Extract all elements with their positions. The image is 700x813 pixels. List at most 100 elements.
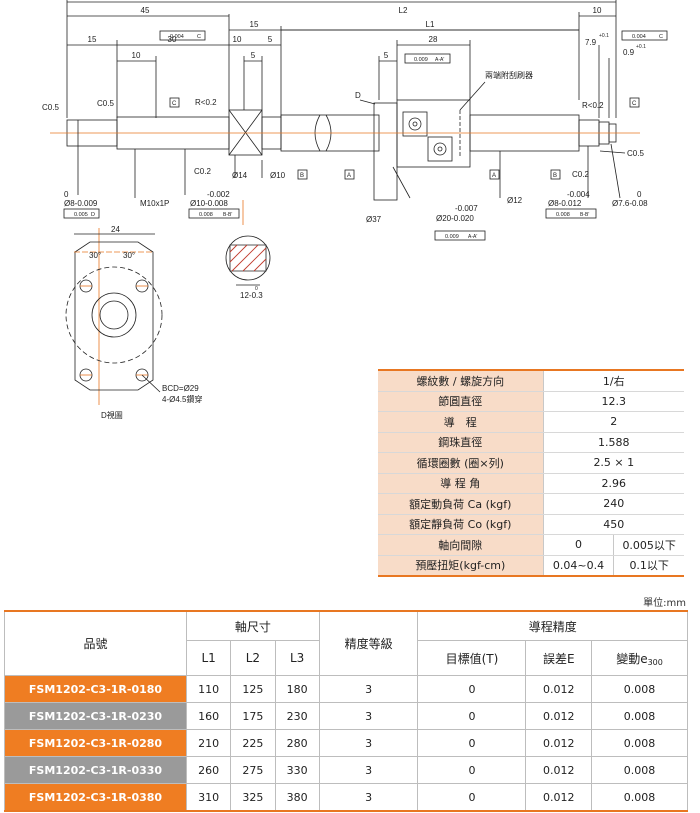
table-row: FSM1202-C3-1R-0330 260 275 330 3 0 0.012… [4, 756, 688, 784]
dim-10-b: 10 [132, 51, 141, 60]
spec-label: 額定動負荷 Ca (kgf) [378, 493, 544, 515]
part-number: FSM1202-C3-1R-0280 [4, 729, 187, 757]
spec-value: 450 [542, 514, 684, 535]
dim-45: 45 [141, 6, 150, 15]
cell-target: 0 [417, 729, 527, 757]
spec-row: 導 程 2 [378, 411, 684, 433]
cell-target: 0 [417, 783, 527, 812]
d10: Ø10 [270, 171, 286, 180]
cell-error: 0.012 [525, 756, 593, 784]
spec-value-1: 0.04~0.4 [542, 555, 614, 577]
left-dia: Ø8-0.009 [64, 199, 98, 208]
cell-l2: 175 [230, 702, 276, 730]
tol-c: -0.004 [567, 190, 590, 199]
dim-10-top: 10 [593, 6, 602, 15]
cell-target: 0 [417, 756, 527, 784]
dim-15: 15 [88, 35, 97, 44]
cell-error: 0.012 [525, 702, 593, 730]
cell-l3: 180 [274, 675, 320, 703]
ref-c-right: C [632, 101, 637, 107]
gt-mid-ref: A-A' [435, 57, 444, 63]
ref-b-left: B [300, 173, 304, 179]
d-label: D [355, 91, 361, 100]
spec-row: 額定動負荷 Ca (kgf) 240 [378, 493, 684, 515]
part-number: FSM1202-C3-1R-0230 [4, 702, 187, 730]
gt-b1-ref: B-B' [223, 212, 232, 218]
tol-a: -0.002 [207, 190, 230, 199]
left-gt: 0.005 [74, 212, 88, 218]
spec-label: 預壓扭矩(kgf-cm) [378, 555, 544, 577]
cell-grade: 3 [318, 702, 419, 730]
d8-tol: Ø8-0.012 [548, 199, 582, 208]
dim-28: 28 [429, 35, 438, 44]
spec-label: 導 程 角 [378, 473, 544, 494]
gt-a1-ref: A-A' [468, 234, 477, 240]
cell-variation: 0.008 [591, 756, 688, 784]
spec-value: 2 [542, 411, 684, 433]
cell-grade: 3 [318, 756, 419, 784]
cell-l3: 380 [274, 783, 320, 812]
c05-mid: C0.5 [97, 99, 114, 108]
gt-b2-ref: B-B' [580, 212, 589, 218]
cell-variation: 0.008 [591, 783, 688, 812]
dim-30: 30 [168, 35, 177, 44]
cell-l2: 275 [230, 756, 276, 784]
ref-a-right: A [492, 173, 496, 179]
section-tol: 0 [255, 286, 258, 292]
gt-b1: 0.008 [199, 212, 213, 218]
spec-label: 導 程 [378, 411, 544, 433]
spec-label: 循環圈數 (圈×列) [378, 452, 544, 474]
header-variation: 變動e300 [591, 640, 688, 676]
part-number: FSM1202-C3-1R-0180 [4, 675, 187, 703]
product-table: 品號 軸尺寸 精度等級 導程精度 L1 L2 L3 目標值(T) 誤差E 變動e… [4, 610, 688, 812]
tol-d: 0 [637, 190, 642, 199]
dim-0-9-tol: +0.1 [636, 44, 646, 50]
c05-left: C0.5 [42, 103, 59, 112]
d14: Ø14 [232, 171, 248, 180]
cell-error: 0.012 [525, 729, 593, 757]
r02-right: R<0.2 [582, 101, 604, 110]
dim-l2: L2 [399, 6, 408, 15]
spec-label: 螺紋數 / 螺旋方向 [378, 369, 544, 392]
cell-l3: 230 [274, 702, 320, 730]
header-lead: 導程精度 [417, 610, 688, 641]
technical-drawing: L3 45 L2 10 15 L1 15 30 10 5 28 10 5 5 7… [42, 0, 668, 420]
part-number: FSM1202-C3-1R-0380 [4, 783, 187, 812]
tol-b: -0.007 [455, 204, 478, 213]
header-axis: 軸尺寸 [186, 610, 320, 641]
d37: Ø37 [366, 215, 382, 224]
cell-l1: 210 [185, 729, 232, 757]
ref-a-left: A [347, 173, 351, 179]
holes: 4-Ø4.5鑽穿 [162, 394, 202, 404]
gt-a1: 0.009 [445, 234, 459, 240]
spec-value-2: 0.1以下 [613, 555, 684, 577]
table-row: FSM1202-C3-1R-0380 310 325 380 3 0 0.012… [4, 783, 688, 812]
spec-label: 節圓直徑 [378, 391, 544, 412]
spec-value: 2.5 × 1 [542, 452, 684, 474]
spec-row: 螺紋數 / 螺旋方向 1/右 [378, 369, 684, 392]
dim-7-9: 7.9 [585, 38, 597, 47]
angle-right: 30° [123, 251, 135, 260]
spec-value: 12.3 [542, 391, 684, 412]
dim-5-b: 5 [251, 51, 256, 60]
cell-l1: 110 [185, 675, 232, 703]
spec-row-preload: 預壓扭矩(kgf-cm) 0.04~0.4 0.1以下 [378, 555, 684, 577]
spec-label: 額定靜負荷 Co (kgf) [378, 514, 544, 535]
spec-row: 額定靜負荷 Co (kgf) 450 [378, 514, 684, 535]
gt-mid-value: 0.009 [414, 57, 428, 63]
cell-variation: 0.008 [591, 702, 688, 730]
spec-row: 鋼珠直徑 1.588 [378, 432, 684, 453]
table-row: FSM1202-C3-1R-0230 160 175 230 3 0 0.012… [4, 702, 688, 730]
spec-value: 2.96 [542, 473, 684, 494]
cell-l2: 225 [230, 729, 276, 757]
cell-grade: 3 [318, 729, 419, 757]
c02-right: C0.2 [572, 170, 589, 179]
dim-5-c: 5 [384, 51, 389, 60]
spec-value-2: 0.005以下 [613, 534, 684, 556]
table-row: FSM1202-C3-1R-0280 210 225 280 3 0 0.012… [4, 729, 688, 757]
table-row: FSM1202-C3-1R-0180 110 125 180 3 0 0.012… [4, 675, 688, 703]
spec-row: 導 程 角 2.96 [378, 473, 684, 494]
spec-row: 循環圈數 (圈×列) 2.5 × 1 [378, 452, 684, 474]
dim-7-9-tol: +0.1 [599, 33, 609, 39]
